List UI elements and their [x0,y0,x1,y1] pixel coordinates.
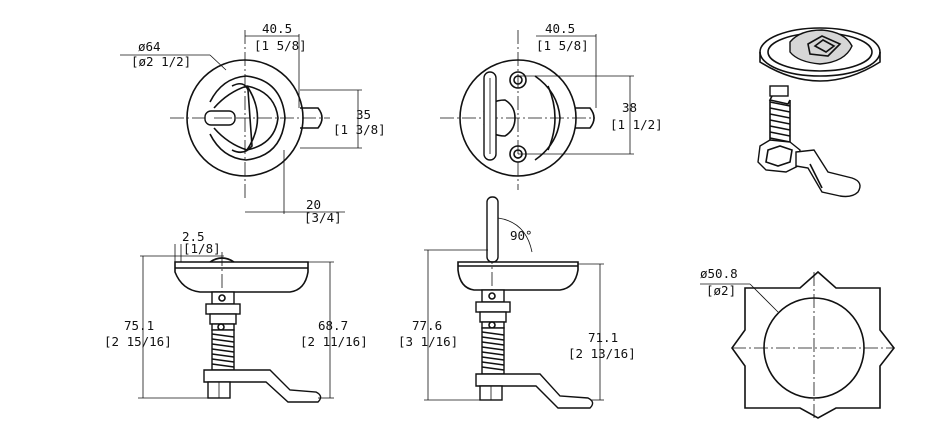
side-view-right: 90° 77.6 [3 1/16] 71.1 [2 13/16] [398,196,636,409]
side-right-total-label: 77.6 [412,318,442,333]
top-right-width-inch-label: [1 5/8] [536,38,589,53]
side-right-angle-label: 90° [510,228,533,243]
top-left-width-inch-label: [1 5/8] [254,38,307,53]
cutout-diameter-label: ø50.8 [700,266,738,281]
thread-left [211,329,235,371]
top-left-width-label: 40.5 [262,21,292,36]
top-left-height-inch-label: [1 3/8] [333,122,386,137]
top-left-offset-inch-label: [3/4] [304,210,342,225]
top-left-diameter-inch-label: [ø2 1/2] [131,54,191,69]
top-view-left: ø64 [ø2 1/2] 40.5 [1 5/8] 35 [1 3/8] 20 … [120,21,386,225]
cutout-view: ø50.8 [ø2] [700,266,896,419]
side-right-total-inch-label: [3 1/16] [398,334,458,349]
top-right-height-label: 38 [622,100,637,115]
side-view-left: 2.5 [1/8] 75.1 [2 15/16] 68.7 [2 11/16] [104,229,368,403]
side-right-body-inch-label: [2 13/16] [568,346,636,361]
cutout-diameter-inch-label: [ø2] [706,283,736,298]
top-left-diameter-label: ø64 [138,39,161,54]
thread-right [481,327,505,375]
top-view-right: 40.5 [1 5/8] 38 [1 1/2] [440,21,663,190]
side-left-body-inch-label: [2 11/16] [300,334,368,349]
top-left-offset-label: 20 [306,197,321,212]
top-left-height-label: 35 [356,107,371,122]
isometric-view [757,27,881,198]
side-left-total-label: 75.1 [124,318,154,333]
top-right-width-label: 40.5 [545,21,575,36]
top-right-height-inch-label: [1 1/2] [610,117,663,132]
thread [769,100,791,144]
side-left-flange-label: 2.5 [182,229,205,244]
side-left-body-label: 68.7 [318,318,348,333]
side-left-flange-inch-label: [1/8] [183,241,221,256]
side-left-total-inch-label: [2 15/16] [104,334,172,349]
side-right-body-label: 71.1 [588,330,618,345]
